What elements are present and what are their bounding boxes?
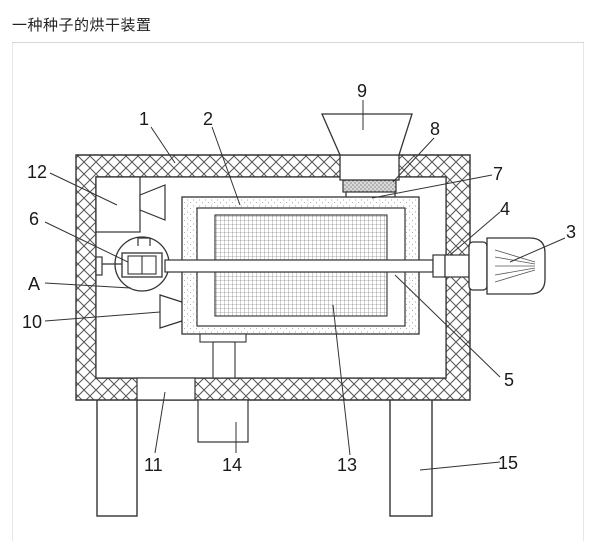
leader-lines (44, 100, 566, 471)
callout-3: 3 (566, 222, 576, 242)
callout-A: A (28, 274, 40, 294)
outlet-and-collector (136, 377, 249, 443)
callout-1: 1 (139, 109, 149, 129)
callout-7: 7 (493, 164, 503, 184)
callout-labels: 1 2 3 4 5 6 7 8 9 10 11 12 13 14 15 A (22, 81, 576, 475)
callout-8: 8 (430, 119, 440, 139)
title-divider (12, 42, 584, 43)
chamber-support (199, 333, 247, 379)
support-legs (96, 397, 433, 517)
callout-9: 9 (357, 81, 367, 101)
panel-border-left (12, 43, 13, 541)
feed-hopper (321, 113, 413, 197)
callout-13: 13 (337, 455, 357, 475)
callout-4: 4 (500, 199, 510, 219)
motor (444, 237, 546, 295)
panel-border-right (583, 43, 584, 541)
callout-12: 12 (27, 162, 47, 182)
callout-11: 11 (144, 455, 163, 475)
drive-shaft (164, 254, 446, 278)
fan-unit (95, 176, 166, 233)
callout-5: 5 (504, 370, 514, 390)
callout-2: 2 (203, 109, 213, 129)
bearing-assembly (95, 236, 170, 292)
rotating-drum (214, 214, 388, 317)
title-bar: 一种种子的烘干装置 (0, 0, 597, 43)
callout-6: 6 (29, 209, 39, 229)
callout-15: 15 (498, 453, 518, 473)
callout-10: 10 (22, 312, 42, 332)
callout-14: 14 (222, 455, 242, 475)
page-title: 一种种子的烘干装置 (12, 16, 152, 34)
